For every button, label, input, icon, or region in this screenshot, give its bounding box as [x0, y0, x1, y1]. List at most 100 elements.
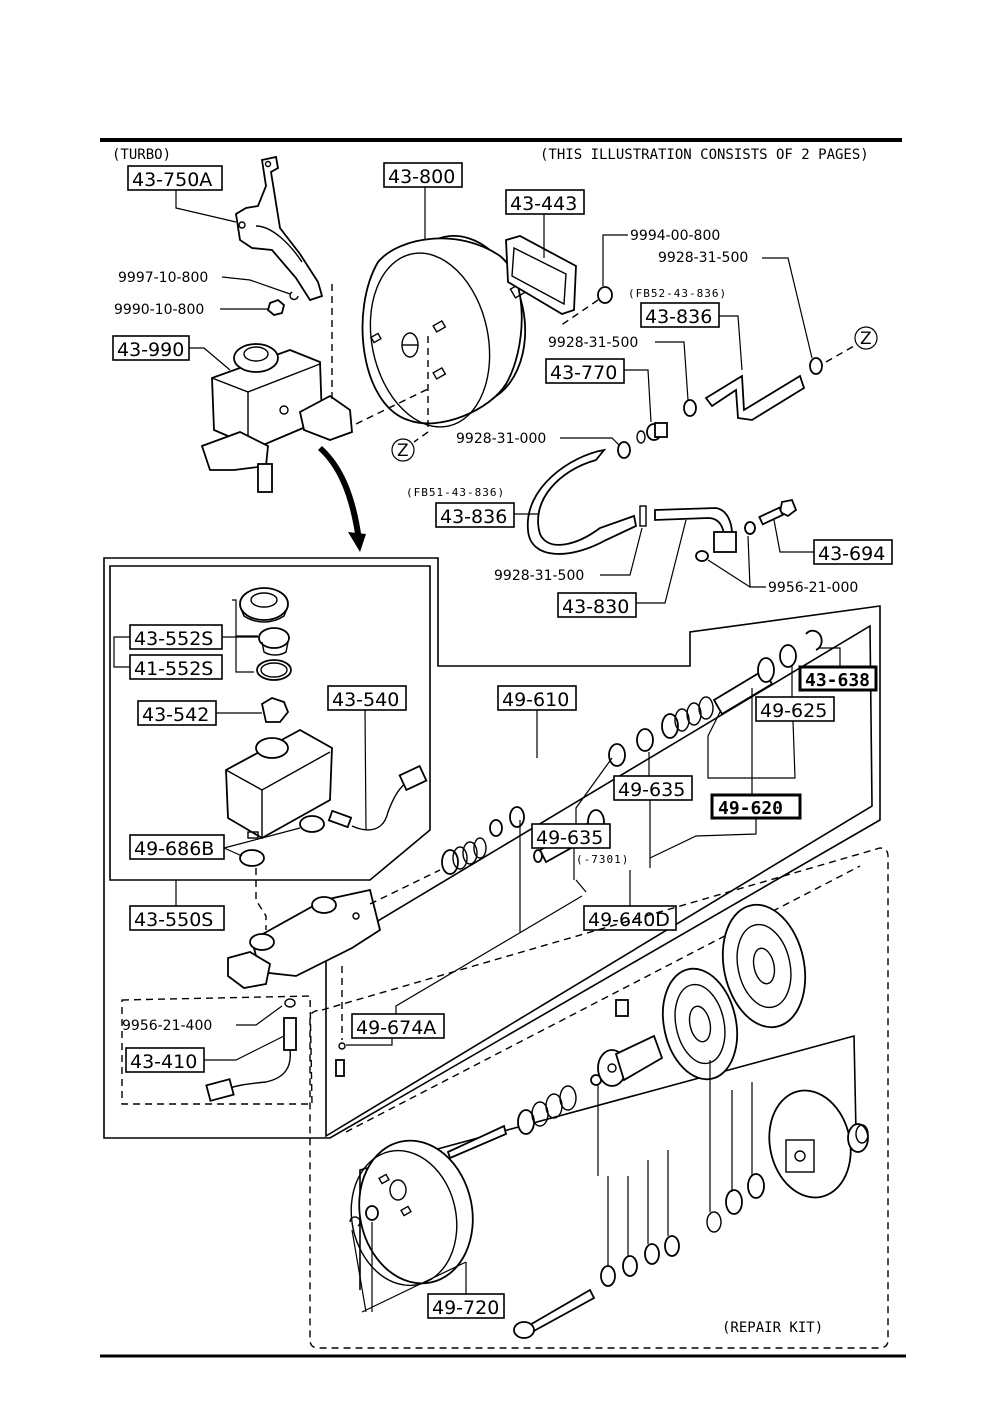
leader-line	[655, 341, 689, 401]
leader-line	[364, 709, 367, 831]
pressure-switch-part	[205, 1017, 297, 1102]
vacuum-pipe	[654, 507, 733, 535]
leader-line	[818, 647, 841, 667]
callout-49-625: 49-625	[760, 700, 827, 722]
callout-49-720: 49-720	[432, 1297, 499, 1319]
snap-ring-icon	[805, 629, 823, 651]
washer-icon	[284, 998, 296, 1008]
callout-43-990: 43-990	[117, 339, 184, 361]
callout-49-674A-box	[351, 1013, 445, 1039]
washer-icon	[622, 1255, 638, 1277]
cup-seal	[636, 728, 654, 752]
cup-seal	[608, 743, 626, 767]
callout-43-830-box	[557, 592, 637, 618]
leader-line	[649, 688, 757, 859]
callout-49-635-right: 49-635	[618, 779, 685, 801]
callout-49-674A: 49-674A	[356, 1017, 436, 1039]
detail-arrow	[318, 446, 362, 540]
ref-marker-z-left-label: Z	[397, 441, 409, 461]
part-9928-31-500-top: 9928-31-500	[658, 250, 748, 266]
leader-line	[602, 234, 628, 286]
callout-43-836-upper-box	[640, 302, 720, 328]
callout-43-550S-box	[129, 905, 225, 931]
rear-shell	[768, 1089, 852, 1199]
master-cylinder-top	[200, 343, 353, 493]
level-sensor-part	[327, 764, 428, 831]
callout-43-443: 43-443	[510, 193, 577, 215]
reservoir-cap	[239, 587, 289, 623]
note-fb51: (FB51-43-836)	[406, 486, 505, 499]
bracket-part	[235, 155, 324, 302]
part-9990-10-800: 9990-10-800	[114, 302, 204, 318]
leader-line	[600, 527, 643, 576]
callout-43-638: 43-638	[805, 670, 870, 691]
callout-43-750A: 43-750A	[132, 169, 212, 191]
dashed-assembly-line	[413, 336, 429, 443]
detail-frame-outer	[103, 557, 881, 1139]
part-9956-21-000: 9956-21-000	[768, 580, 858, 596]
part-9997-10-800: 9997-10-800	[118, 270, 208, 286]
leader-line	[719, 315, 743, 371]
cup-seal	[509, 806, 525, 828]
dashed-assembly-line	[559, 299, 599, 327]
leader-line	[351, 1222, 467, 1313]
reservoir-tank	[225, 728, 333, 840]
callout-41-552S: 41-552S	[134, 658, 213, 680]
reservoir-frame	[109, 565, 431, 881]
part-9956-21-400: 9956-21-400	[122, 1018, 212, 1034]
leader-line	[346, 895, 583, 1046]
boot-seal	[847, 1123, 869, 1153]
callout-43-552S: 43-552S	[134, 628, 213, 650]
part-9928-31-000: 9928-31-000	[456, 431, 546, 447]
gasket-inner	[511, 246, 567, 306]
callout-43-550S: 43-550S	[134, 909, 213, 931]
bleeder-icon	[338, 1042, 346, 1050]
leader-line	[175, 190, 237, 223]
callout-43-836-lower-box	[435, 502, 515, 528]
repair-kit-frame	[359, 1034, 857, 1290]
dashed-assembly-line	[369, 869, 441, 905]
callout-43-443-box	[505, 189, 585, 215]
retainer-ring	[706, 1211, 722, 1233]
part-9928-31-500-mid: 9928-31-500	[548, 335, 638, 351]
callout-43-836-lower: 43-836	[440, 506, 507, 528]
bleeder-screw	[335, 1059, 345, 1077]
callout-43-542: 43-542	[142, 704, 209, 726]
callout-49-610: 49-610	[502, 689, 569, 711]
valve-body	[597, 1034, 664, 1087]
note-serial-7301: (-7301)	[576, 853, 629, 866]
callout-49-610-box	[497, 685, 577, 711]
seal-ring	[725, 1189, 743, 1215]
piston-spring-secondary	[441, 837, 487, 875]
hose-clamp-icon	[617, 441, 631, 459]
callout-43-800-box	[383, 162, 463, 188]
grommet-upper	[299, 815, 325, 833]
washer-icon	[644, 1243, 660, 1265]
ref-marker-z-right	[854, 326, 878, 350]
leader-line	[573, 757, 613, 880]
hose-clamp-icon	[683, 399, 697, 417]
cylinder-frame	[325, 624, 873, 1138]
leader-line	[560, 437, 621, 447]
leader-line	[189, 347, 231, 371]
leader-line	[113, 636, 258, 668]
callout-49-635-left-box	[531, 823, 611, 849]
hose-clamp-icon	[809, 357, 823, 375]
page-count-note: (THIS ILLUSTRATION CONSISTS OF 2 PAGES)	[540, 147, 869, 163]
note-fb52: (FB52-43-836)	[628, 287, 727, 300]
callout-49-625-box	[755, 696, 835, 722]
callout-49-620: 49-620	[718, 798, 783, 819]
operating-rod	[513, 1288, 596, 1339]
hose-clamp-icon	[639, 505, 647, 527]
leader-line	[636, 519, 687, 604]
cup-seal	[779, 644, 797, 668]
callout-43-540-box	[327, 685, 407, 711]
callout-49-686B: 49-686B	[134, 838, 214, 860]
callout-49-720-box	[427, 1293, 505, 1319]
leader-line	[221, 276, 291, 295]
vacuum-hose-upper	[704, 374, 806, 421]
callout-43-750A-box	[127, 165, 223, 191]
leader-line	[707, 535, 766, 588]
primary-piston	[661, 657, 775, 739]
part-9928-31-500-low: 9928-31-500	[494, 568, 584, 584]
